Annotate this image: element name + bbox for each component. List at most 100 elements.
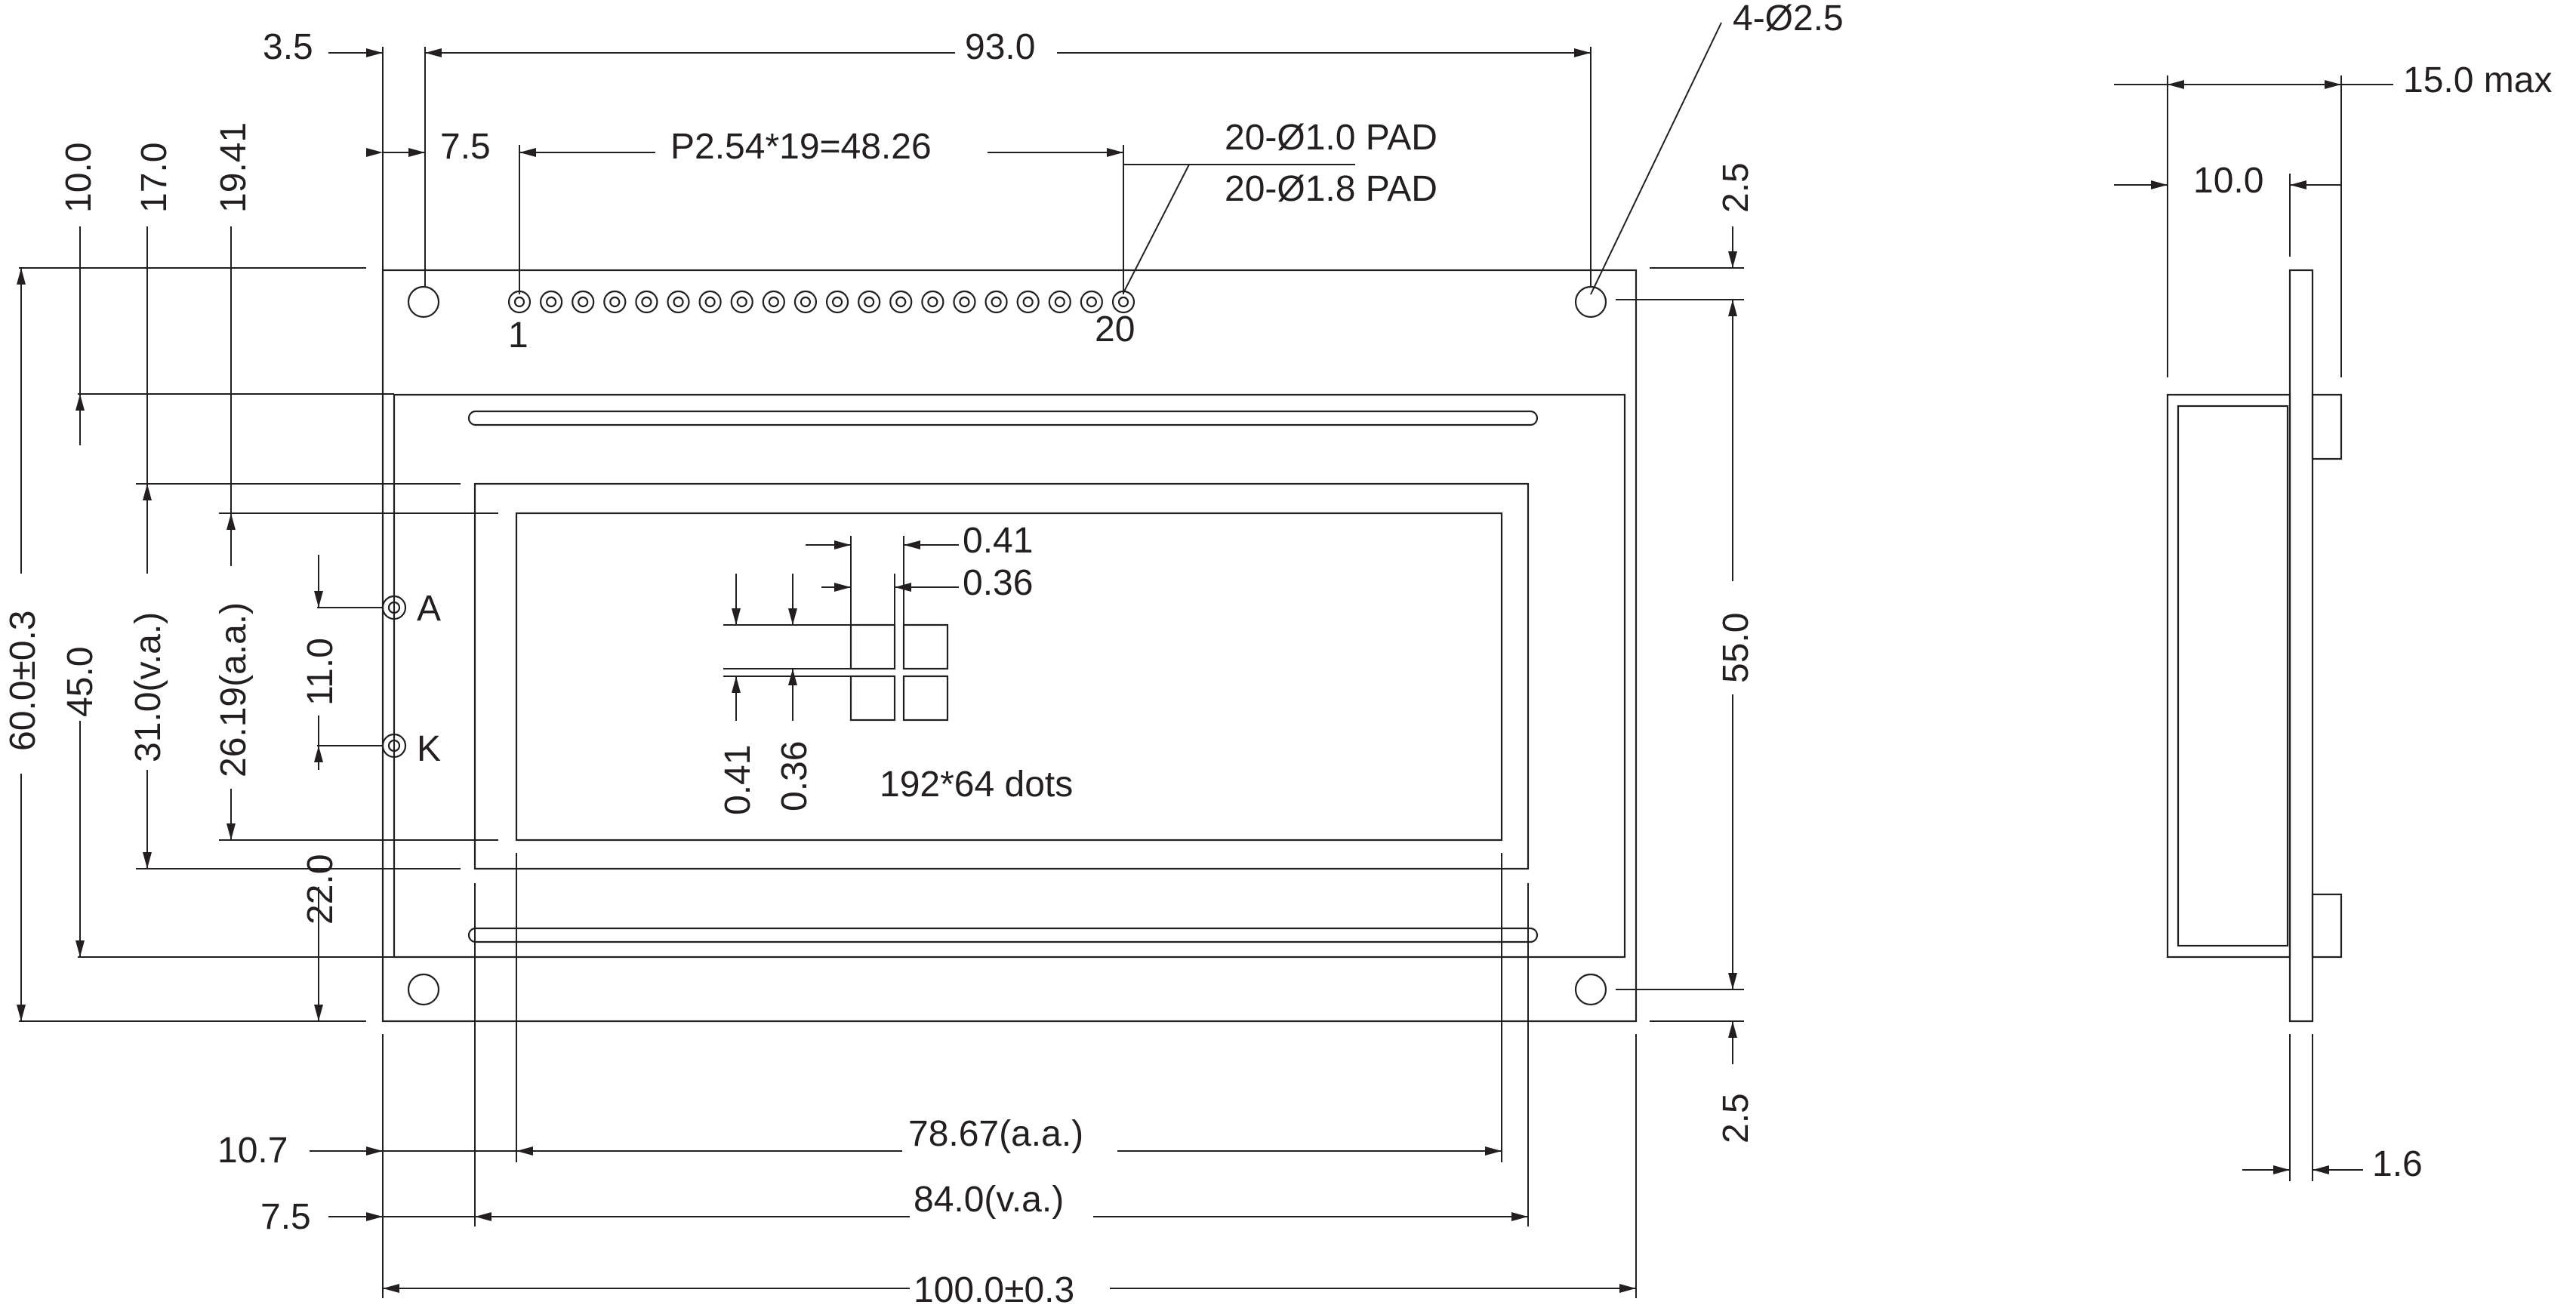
front-view	[381, 269, 1638, 1023]
pin-pad	[1016, 290, 1040, 314]
label-board-width: 100.0±0.3	[914, 1270, 1074, 1308]
dimension-arrowhead	[2168, 80, 2184, 89]
dimension-arrowhead	[1728, 300, 1737, 316]
label-max-thickness: 15.0 max	[2403, 60, 2552, 100]
dimension-arrowhead	[75, 940, 85, 957]
dimension-arrowhead	[425, 48, 442, 57]
dimension-arrowhead	[895, 583, 911, 592]
label-pcb-thickness: 1.6	[2372, 1144, 2423, 1184]
dimension-arrowhead	[17, 268, 26, 285]
side-view	[2166, 269, 2343, 1023]
pin-hole	[1022, 296, 1034, 308]
label-pin-first: 1	[508, 315, 528, 355]
pin-hole	[513, 296, 525, 308]
dimension-arrowhead	[475, 1212, 491, 1221]
side-connector-bottom	[2311, 893, 2343, 959]
side-bezel-inner	[2177, 405, 2289, 947]
dimension-arrowhead	[314, 1005, 323, 1021]
dimension-arrowhead	[519, 148, 536, 157]
dimension-arrowhead	[1574, 48, 1591, 57]
pin-hole	[1086, 296, 1097, 308]
pin-hole	[673, 296, 684, 308]
label-edge-to-hole: 3.5	[263, 27, 313, 67]
label-dot-pitch-v: 0.41	[718, 745, 758, 815]
pin-hole	[578, 296, 589, 308]
dimension-arrowhead	[2290, 180, 2306, 189]
label-anode: A	[417, 589, 441, 629]
dimension-arrowhead	[408, 148, 425, 157]
dimension-arrowhead	[17, 1005, 26, 1021]
pin-pad	[921, 290, 944, 314]
label-hole-spacing-v: 55.0	[1716, 613, 1756, 683]
side-pcb	[2288, 269, 2314, 1023]
top-slot	[467, 410, 1539, 426]
pin-pad	[984, 290, 1008, 314]
pin-pad	[572, 290, 595, 314]
dimension-arrowhead	[732, 608, 741, 625]
dimension-arrowhead	[834, 583, 851, 592]
dimension-arrowhead	[366, 48, 383, 57]
label-backlight-offset: 22.0	[300, 854, 340, 925]
pin-hole	[991, 296, 1002, 308]
pin-pad	[1080, 290, 1103, 314]
pin-hole	[768, 296, 779, 308]
label-pin1-offset: 7.5	[440, 127, 491, 167]
dimension-arrowhead	[732, 676, 741, 693]
dimension-arrowhead	[143, 852, 152, 869]
cathode-pad-inner	[387, 739, 401, 752]
label-dot-size-v: 0.36	[775, 741, 815, 811]
dimension-arrowhead	[226, 823, 236, 840]
pin-pad	[540, 290, 563, 314]
label-pad-outer: 20-Ø1.8 PAD	[1225, 169, 1437, 209]
dimension-arrowhead	[366, 148, 383, 157]
mount-hole-br	[1574, 973, 1607, 1006]
dimension-arrowhead	[366, 1146, 383, 1156]
dimension-arrowhead	[834, 540, 851, 549]
dimension-arrowhead	[2273, 1165, 2290, 1174]
pin-pad	[507, 290, 532, 314]
label-va-height: 31.0(v.a.)	[128, 612, 168, 762]
label-dim-10: 10.0	[59, 143, 99, 213]
pin-pad	[603, 290, 627, 314]
pin-pad	[698, 290, 722, 314]
pin-pad	[825, 290, 849, 314]
dimension-arrowhead	[2313, 1165, 2329, 1174]
label-overall-width: 93.0	[965, 27, 1035, 67]
label-pad-inner: 20-Ø1.0 PAD	[1225, 118, 1437, 158]
dot-detail	[849, 623, 949, 722]
label-aa-height: 26.19(a.a.)	[214, 602, 254, 777]
label-backlight-spacing: 11.0	[300, 638, 340, 706]
label-top-margin: 2.5	[1716, 162, 1756, 213]
dimension-arrowhead	[1619, 1284, 1636, 1293]
pin-hole	[704, 296, 716, 308]
pin-hole	[736, 296, 747, 308]
dimension-arrowhead	[788, 669, 797, 685]
label-pin-last: 20	[1095, 309, 1135, 349]
label-module-depth: 10.0	[2193, 161, 2263, 201]
label-aa-offset: 10.7	[217, 1131, 288, 1171]
pin-pad	[762, 290, 785, 314]
pin-hole	[1054, 296, 1065, 308]
pin-hole	[546, 296, 557, 308]
label-board-height: 60.0±0.3	[3, 611, 43, 752]
label-dim-19-41: 19.41	[214, 122, 254, 213]
dimension-arrowhead	[1511, 1212, 1528, 1221]
side-connector-top	[2311, 393, 2343, 460]
active-area	[515, 512, 1503, 842]
dimension-arrowhead	[788, 608, 797, 625]
pin-hole	[641, 296, 652, 308]
dimension-lines	[19, 22, 1744, 1298]
dimension-arrowhead	[516, 1146, 533, 1156]
pin-pad	[858, 290, 881, 314]
dimension-arrowhead	[2325, 80, 2341, 89]
dimension-arrowhead	[314, 746, 323, 762]
mount-hole-bl	[407, 973, 440, 1006]
pin-hole	[609, 296, 621, 308]
pin-hole	[1117, 296, 1129, 308]
label-cathode: K	[417, 729, 441, 769]
pin-pad	[635, 290, 658, 314]
dimension-arrowhead	[143, 484, 152, 500]
label-aa-width: 78.67(a.a.)	[908, 1114, 1083, 1154]
dimension-arrowhead	[1728, 1021, 1737, 1038]
dimension-arrowhead	[1107, 148, 1123, 157]
